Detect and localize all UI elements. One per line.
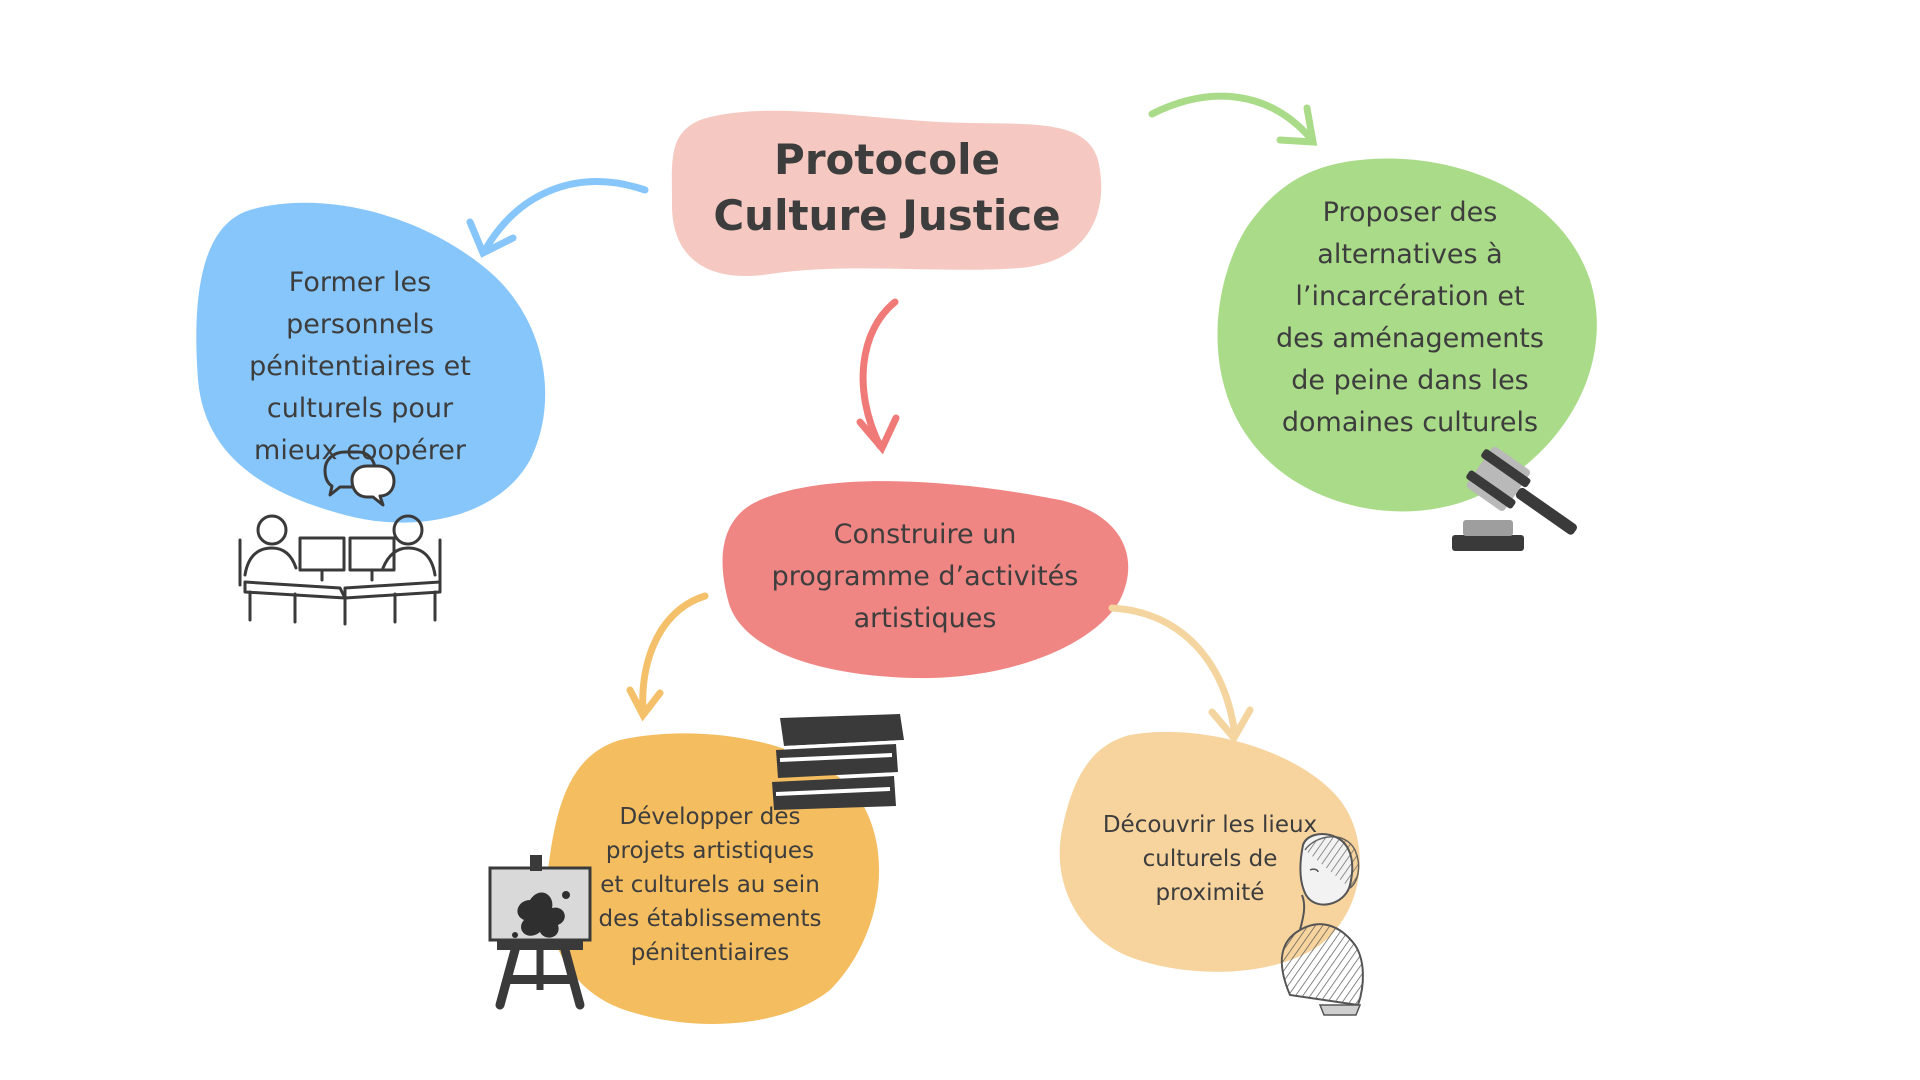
node-former-line: mieux coopérer: [254, 435, 466, 466]
arrow-to-construire: [856, 298, 900, 455]
node-developper-line: projets artistiques: [605, 838, 815, 864]
node-construire-line: artistiques: [853, 603, 997, 634]
node-developper-line: Développer des: [619, 804, 801, 830]
books-icon: [772, 714, 904, 810]
meeting-desks-icon: [238, 450, 442, 626]
node-construire: Construire un programme d’activités arti…: [735, 514, 1115, 640]
node-construire-line: Construire un: [833, 519, 1017, 550]
node-decouvrir-line: proximité: [1155, 880, 1265, 906]
node-proposer-line: de peine dans les: [1291, 365, 1529, 396]
node-former-line: personnels: [286, 309, 434, 340]
page-title: Protocole Culture Justice: [672, 132, 1102, 244]
node-former-line: Former les: [288, 267, 432, 298]
title-blob: [671, 110, 1102, 277]
node-decouvrir-line: Découvrir les lieux: [1102, 812, 1318, 838]
node-former: Former les personnels pénitentiaires et …: [215, 262, 505, 472]
arrow-to-developper: [626, 592, 709, 722]
red-blob: [722, 481, 1129, 679]
bust-statue-icon: [1280, 833, 1364, 1016]
node-developper-line: pénitentiaires: [630, 940, 790, 966]
node-developper-line: des établissements: [598, 906, 822, 932]
node-former-line: culturels pour: [266, 393, 454, 424]
blue-blob: [196, 202, 546, 523]
node-proposer-line: domaines culturels: [1281, 407, 1539, 438]
easel-icon: [488, 855, 592, 1010]
title-line-1: Protocole: [774, 135, 1000, 184]
node-proposer-line: alternatives à: [1317, 239, 1503, 270]
node-proposer-line: des aménagements: [1276, 323, 1544, 354]
node-proposer-line: l’incarcération et: [1295, 281, 1525, 312]
node-developper-line: et culturels au sein: [600, 872, 820, 898]
peach-blob: [1059, 731, 1360, 972]
node-proposer: Proposer des alternatives à l’incarcérat…: [1245, 192, 1575, 444]
arrow-to-decouvrir: [1108, 604, 1254, 745]
node-decouvrir-line: culturels de: [1142, 846, 1278, 872]
arrow-to-proposer: [1148, 92, 1318, 146]
title-line-2: Culture Justice: [713, 191, 1061, 240]
node-former-line: pénitentiaires et: [249, 351, 471, 382]
gavel-icon: [1452, 446, 1577, 551]
node-construire-line: programme d’activités: [771, 561, 1079, 592]
node-developper: Développer des projets artistiques et cu…: [575, 800, 845, 970]
arrow-to-former: [466, 178, 649, 258]
node-decouvrir: Découvrir les lieux culturels de proximi…: [1075, 808, 1345, 910]
node-proposer-line: Proposer des: [1322, 197, 1498, 228]
green-blob: [1217, 158, 1597, 512]
